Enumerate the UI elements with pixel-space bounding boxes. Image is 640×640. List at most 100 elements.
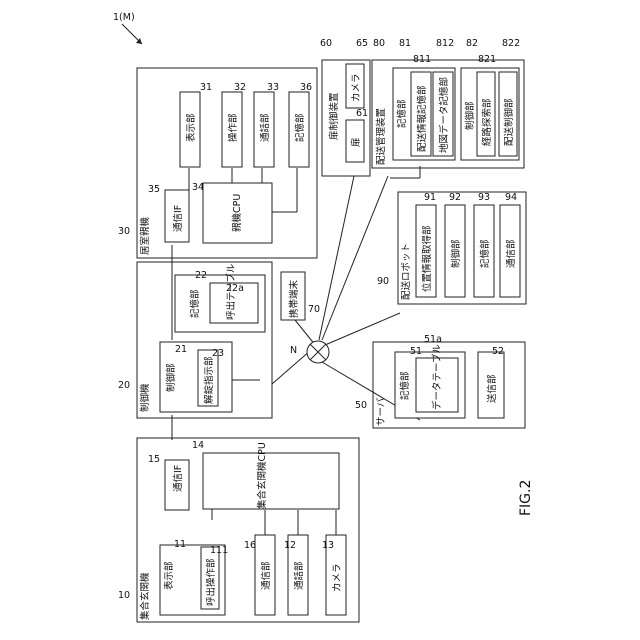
delivery-robot-ref: 90 — [377, 276, 389, 287]
map-data-block: 地図データ記憶部 812 — [433, 38, 454, 156]
room-call-block: 通話部 33 — [254, 82, 279, 167]
entrance-comm-ref: 16 — [244, 540, 256, 551]
controller-unit-ref: 20 — [118, 380, 130, 391]
dm-storage-ref: 81 — [399, 38, 411, 49]
room-cpu-ref: 34 — [192, 182, 204, 193]
entrance-call-ref: 12 — [284, 540, 296, 551]
door-label: 扉 — [350, 137, 362, 147]
delivery-ctrl-block: 配送制御部 822 — [499, 38, 520, 156]
robot-storage-ref: 93 — [478, 192, 490, 203]
unlock-label: 解錠指示部 — [203, 356, 215, 404]
robot-control-ref: 92 — [449, 192, 461, 203]
room-comm-if-block: 通信IF 35 — [148, 184, 189, 242]
room-cpu-block: 親機CPU 34 — [192, 182, 272, 243]
delivery-manager-title: 配送管理装置 — [375, 108, 387, 165]
delivery-manager-unit: 配送管理装置 80 記憶部 81 配送情報記憶部 811 地図データ記憶部 81… — [372, 38, 524, 168]
server-transmit-ref: 52 — [492, 346, 504, 357]
server-storage-label: 記憶部 — [399, 371, 411, 400]
delivery-info-ref: 811 — [413, 54, 431, 65]
door-control-ref: 60 — [320, 38, 332, 49]
entrance-camera-ref: 13 — [322, 540, 334, 551]
robot-control-block: 制御部 92 — [445, 192, 465, 297]
door-control-unit: 扉制御装置 60 扉 61 カメラ 65 — [320, 38, 370, 176]
robot-comm-block: 通信部 94 — [500, 192, 520, 297]
room-unit-title: 居室親機 — [139, 216, 151, 255]
room-unit: 居室親機 30 通信IF 35 親機CPU 34 表示部 31 操作部 32 通… — [118, 68, 317, 258]
entrance-unit-ref: 10 — [118, 590, 130, 601]
room-storage-ref: 36 — [300, 82, 312, 93]
room-storage-block: 記憶部 36 — [289, 82, 312, 167]
call-operation-ref: 111 — [210, 545, 228, 556]
controller-storage-ref: 22 — [195, 270, 207, 281]
route-search-ref: 821 — [478, 54, 496, 65]
delivery-ctrl-ref: 822 — [502, 38, 520, 49]
controller-control-ref: 21 — [175, 344, 187, 355]
entrance-comm-if-label: 通信IF — [172, 465, 184, 492]
room-storage-label: 記憶部 — [294, 113, 306, 142]
entrance-cpu-label: 集合玄関機CPU — [256, 442, 268, 509]
server-transmit-label: 送信部 — [486, 374, 498, 403]
server-unit-title: サーバ — [376, 397, 387, 426]
unlock-ref: 23 — [212, 348, 224, 359]
call-operation-label: 呼出操作部 — [205, 558, 217, 606]
entrance-call-label: 通話部 — [293, 561, 305, 590]
data-table-block: データテーブル 51a — [416, 334, 458, 412]
network-label: N — [290, 345, 297, 356]
route-search-label: 経路探索部 — [481, 98, 493, 146]
network-node: N — [290, 341, 329, 363]
entrance-unit: 集合玄関機 10 表示部 11 呼出操作部 111 通信IF 15 集合玄関機C… — [118, 438, 359, 622]
dm-control-label: 制御部 — [464, 101, 476, 130]
entrance-comm-block: 通信部 16 — [244, 535, 275, 615]
data-table-label: データテーブル — [431, 344, 443, 410]
room-cpu-label: 親機CPU — [231, 194, 243, 232]
room-operation-label: 操作部 — [227, 113, 239, 142]
server-storage-ref: 51 — [410, 346, 422, 357]
server-unit-ref: 50 — [355, 400, 367, 411]
room-display-ref: 31 — [200, 82, 212, 93]
entrance-cpu-ref: 14 — [192, 440, 204, 451]
entrance-comm-if-block: 通信IF 15 — [148, 454, 189, 510]
room-display-block: 表示部 31 — [180, 82, 212, 167]
room-operation-ref: 32 — [234, 82, 246, 93]
room-call-label: 通話部 — [259, 113, 271, 142]
delivery-manager-ref: 80 — [373, 38, 385, 49]
delivery-robot-unit: 配送ロボット 90 位置情報取得部 91 制御部 92 記憶部 93 通信部 9… — [377, 192, 526, 304]
call-table-block: 呼出テーブル 22a — [210, 263, 258, 323]
position-info-ref: 91 — [424, 192, 436, 203]
delivery-ctrl-label: 配送制御部 — [503, 98, 515, 146]
room-call-ref: 33 — [267, 82, 279, 93]
entrance-camera-block: カメラ 13 — [322, 535, 346, 615]
controller-storage-label: 記憶部 — [189, 289, 201, 318]
map-data-ref: 812 — [436, 38, 454, 49]
door-camera-label: カメラ — [351, 73, 362, 102]
robot-control-label: 制御部 — [450, 239, 462, 268]
entrance-unit-title: 集合玄関機 — [139, 572, 151, 620]
robot-comm-label: 通信部 — [505, 239, 517, 268]
room-operation-block: 操作部 32 — [222, 82, 246, 167]
mobile-terminal-label: 携帯端末 — [288, 279, 300, 318]
room-comm-if-ref: 35 — [148, 184, 160, 195]
entrance-comm-if-ref: 15 — [148, 454, 160, 465]
system-label-group: 1(M) — [113, 12, 142, 44]
entrance-camera-label: カメラ — [332, 563, 343, 592]
robot-storage-block: 記憶部 93 — [474, 192, 494, 297]
server-unit: サーバ 50 記憶部 51 データテーブル 51a 送信部 52 — [355, 334, 525, 428]
controller-unit-title: 制御機 — [139, 383, 151, 412]
room-display-label: 表示部 — [185, 113, 197, 142]
entrance-display-ref: 11 — [174, 539, 186, 550]
mobile-terminal: 携帯端末 70 — [281, 272, 320, 320]
entrance-call-block: 通話部 12 — [284, 535, 308, 615]
entrance-comm-label: 通信部 — [260, 561, 272, 590]
figure-label: FIG.2 — [518, 480, 534, 516]
door-camera-block: カメラ 65 — [346, 38, 368, 108]
door-control-title: 扉制御装置 — [328, 92, 340, 140]
robot-comm-ref: 94 — [505, 192, 517, 203]
system-label: 1(M) — [113, 12, 135, 23]
entrance-cpu-block: 集合玄関機CPU 14 — [192, 440, 339, 509]
room-comm-if-label: 通信IF — [172, 205, 184, 232]
dm-control-ref: 82 — [466, 38, 478, 49]
position-info-block: 位置情報取得部 91 — [416, 192, 436, 297]
door-ref: 61 — [356, 108, 368, 119]
